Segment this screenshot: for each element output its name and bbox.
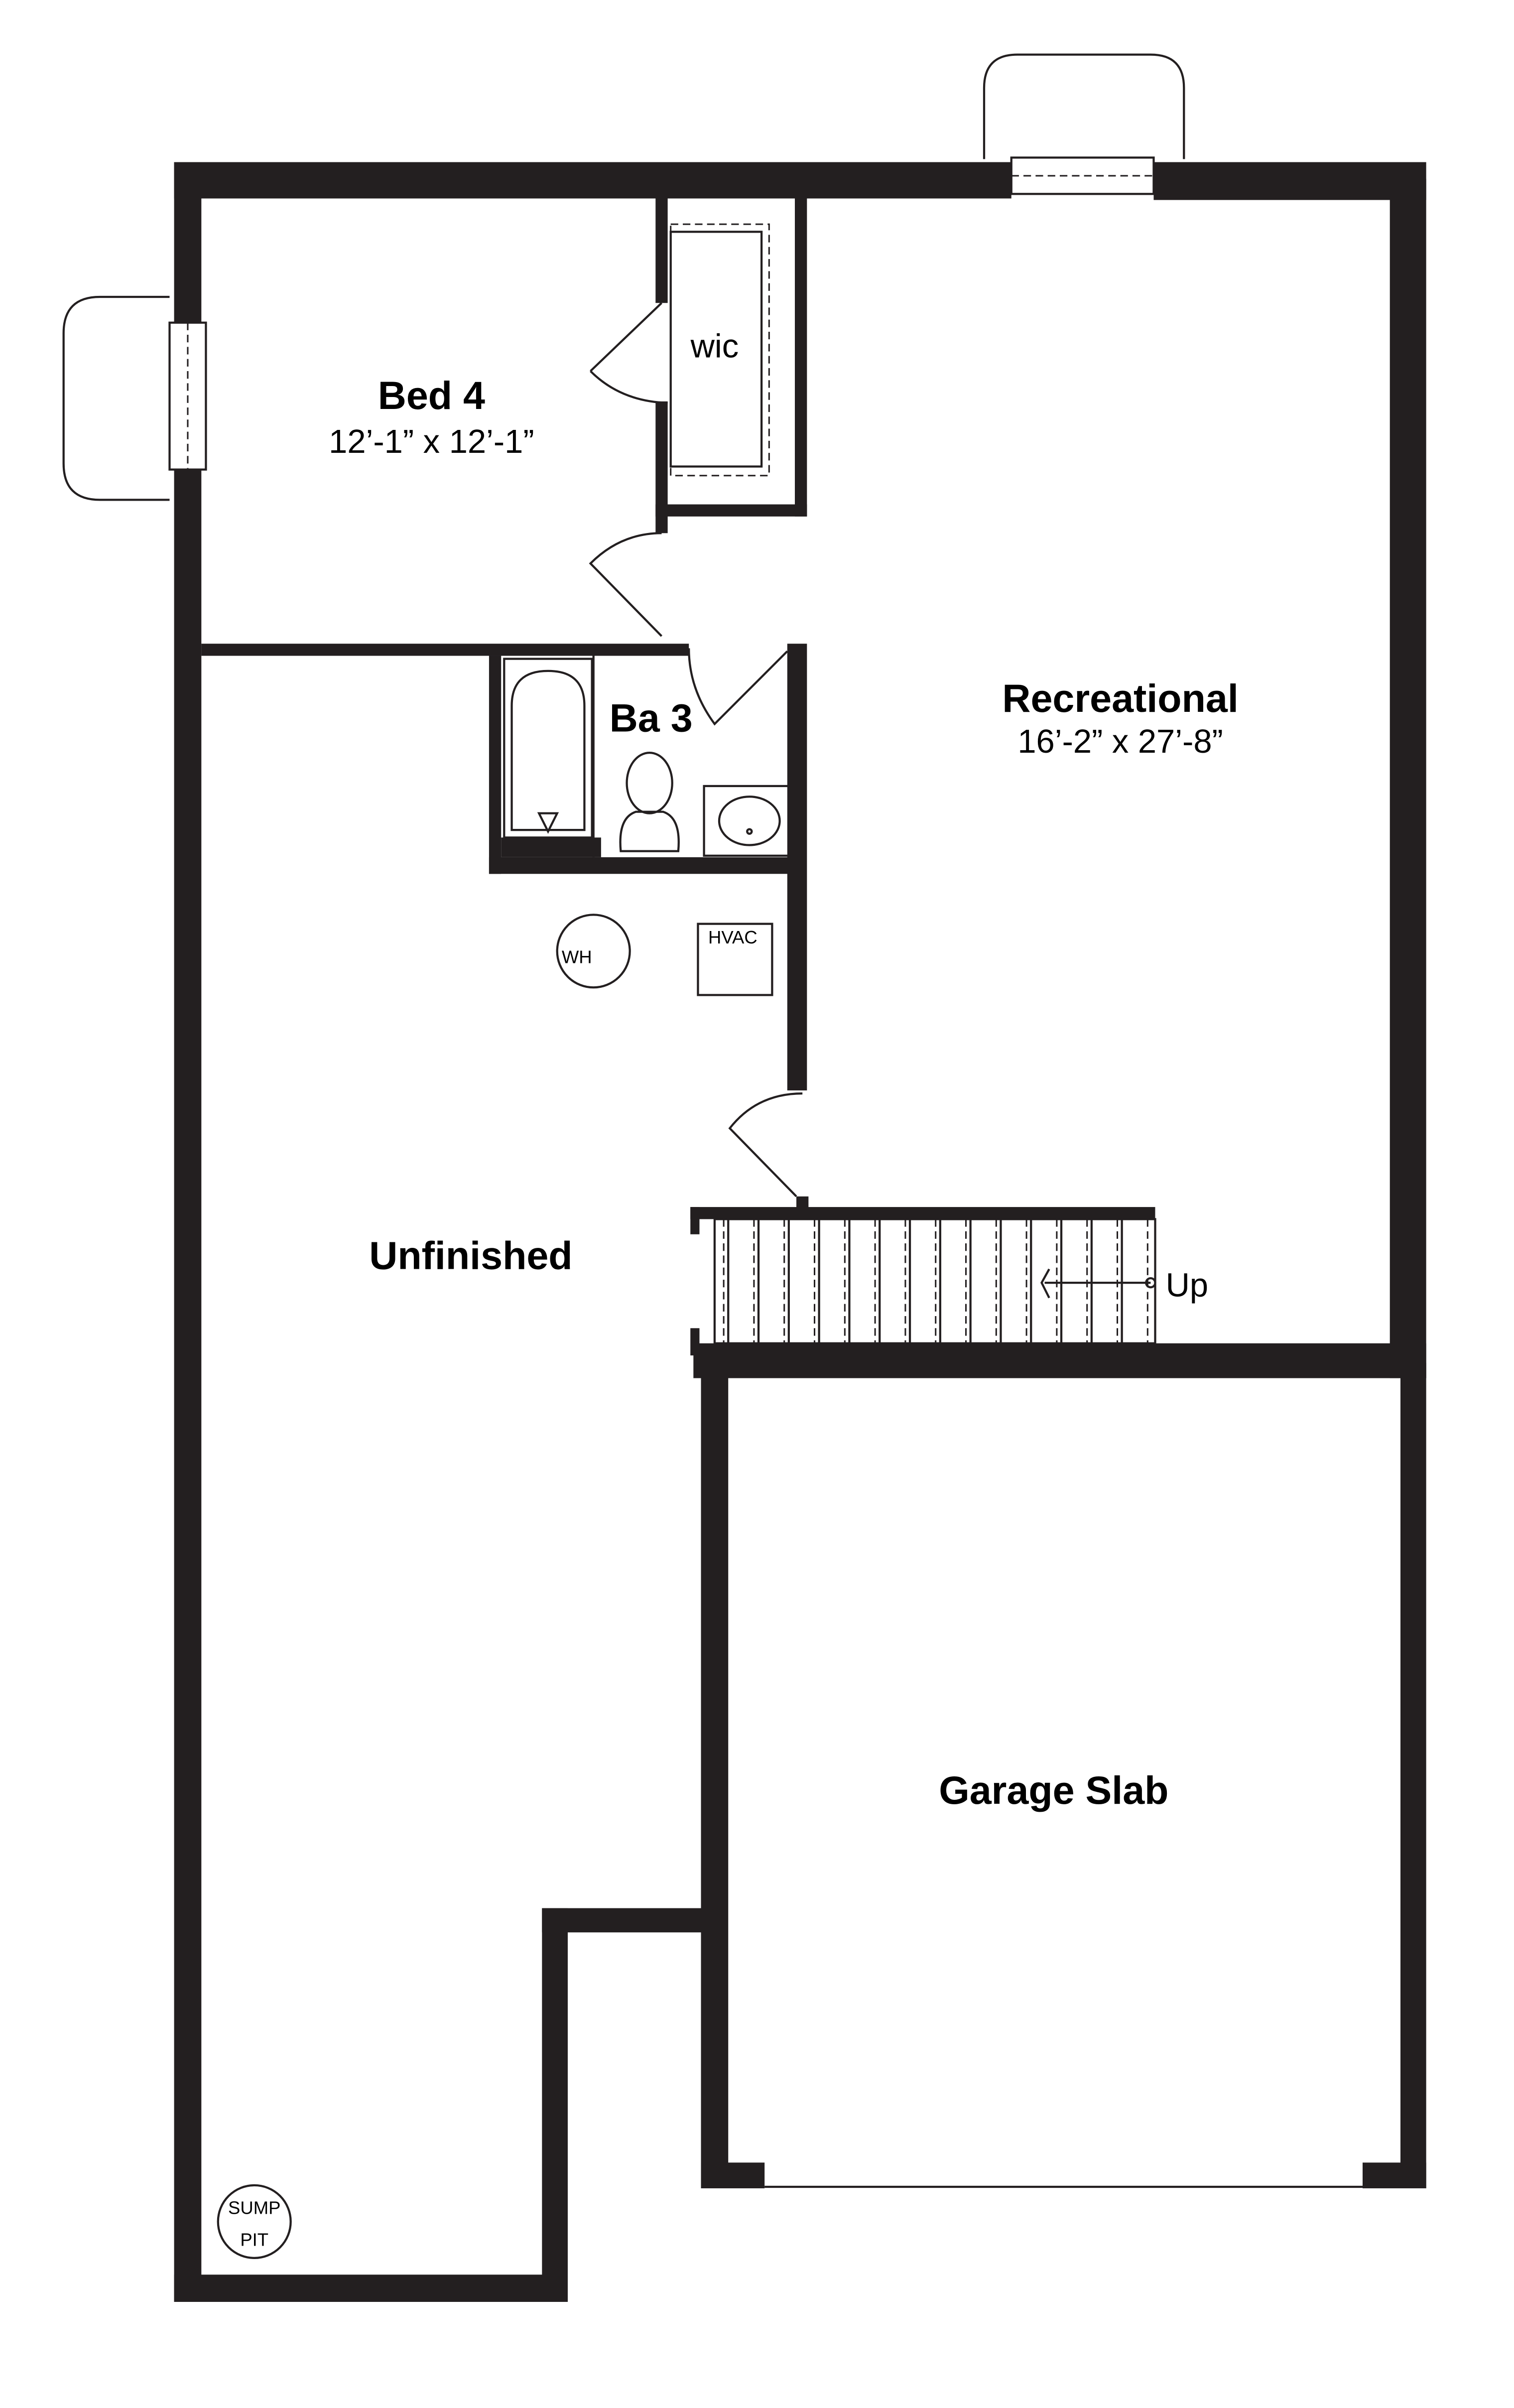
toilet <box>619 751 680 852</box>
water-heater-label: WH <box>562 947 592 967</box>
water-heater <box>556 914 631 989</box>
window-top <box>1010 156 1155 195</box>
room-name-bed4: Bed 4 <box>378 373 485 417</box>
room-name-wic: wic <box>690 328 739 365</box>
sump-pit <box>217 2184 292 2259</box>
stairs <box>690 1207 1156 1355</box>
window-left <box>168 321 207 471</box>
hvac-unit <box>697 923 773 996</box>
room-name-recreational: Recreational <box>1002 676 1238 720</box>
sump-label: SUMP <box>228 2198 280 2218</box>
room-name-garage: Garage Slab <box>939 1768 1168 1812</box>
stairs-up-label: Up <box>1166 1266 1208 1304</box>
walls <box>174 162 1426 2302</box>
bathtub <box>503 658 593 839</box>
room-dims-bed4: 12’-1” x 12’-1” <box>329 423 534 460</box>
hvac-label: HVAC <box>708 927 757 947</box>
pit-label: PIT <box>240 2230 268 2250</box>
window-well-left <box>62 295 170 501</box>
room-name-ba3: Ba 3 <box>610 696 693 740</box>
room-dims-recreational: 16’-2” x 27’-8” <box>1017 723 1223 760</box>
sink <box>703 785 792 857</box>
room-name-unfinished: Unfinished <box>369 1233 572 1278</box>
stairs-arrow <box>1040 1268 1156 1299</box>
window-well-top <box>983 53 1185 159</box>
doors <box>589 302 803 1198</box>
